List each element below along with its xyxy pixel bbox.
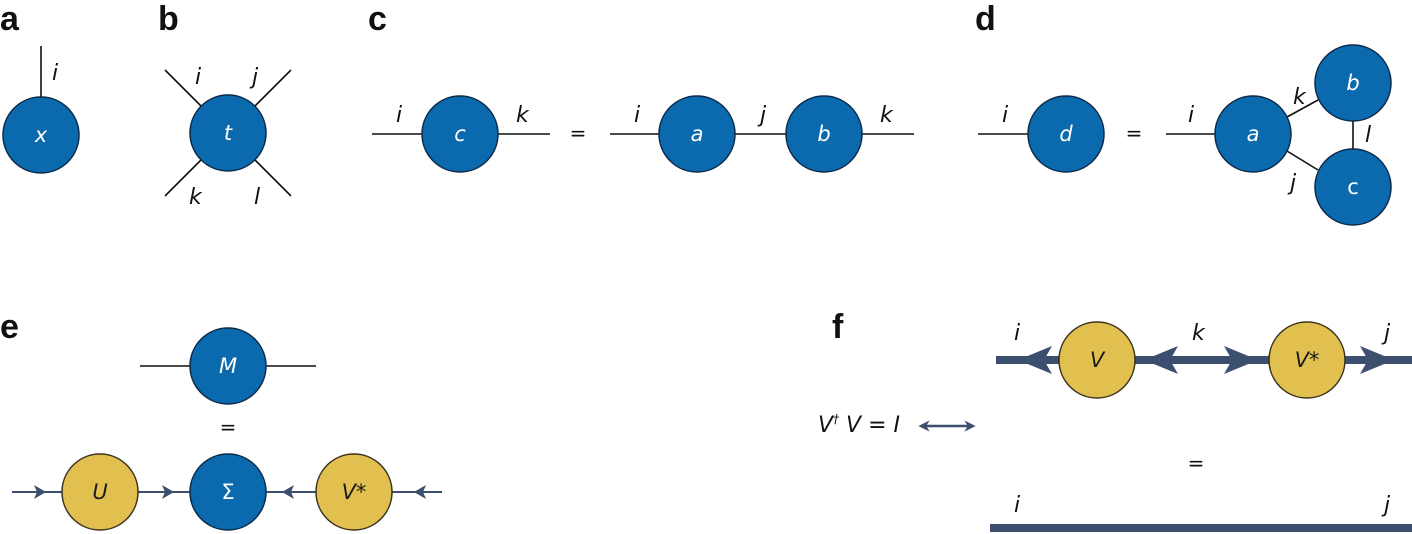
leg-l — [254, 159, 292, 197]
index-label: k — [516, 103, 530, 128]
equals-sign: = — [1188, 451, 1205, 475]
unitary-node-v-star — [315, 453, 393, 531]
bond-k — [1286, 99, 1319, 118]
index-label: j — [249, 65, 259, 90]
index-label: k — [189, 185, 203, 210]
tensor-node-d — [1027, 95, 1105, 173]
identity-rest: V = I — [839, 413, 900, 438]
panel-a: a i x — [0, 0, 80, 174]
unitary-node-v — [1058, 321, 1136, 399]
index-label: j — [1287, 171, 1297, 196]
node-label: V* — [342, 480, 367, 504]
index-label: l — [1365, 123, 1371, 148]
identity-v: V — [818, 413, 835, 438]
index-label: j — [757, 103, 767, 128]
panel-f: f V† V = I i k j V V* = i j — [818, 308, 1412, 532]
panel-d: d i d = i k l j a b c — [975, 0, 1392, 226]
arrow-head-right — [1224, 346, 1258, 374]
tensor-node-sigma — [189, 453, 267, 531]
arrow-head-left — [1018, 346, 1052, 374]
panel-e: e M = U Σ V* — [0, 308, 442, 531]
index-label: i — [195, 65, 201, 90]
index-label: i — [52, 61, 58, 86]
node-label: c — [1347, 175, 1359, 199]
tensor-node-t — [189, 94, 267, 172]
node-label: Σ — [221, 480, 234, 504]
leg-j — [254, 69, 292, 107]
node-label: U — [92, 480, 107, 504]
panel-c: c i k c = i j k a b — [368, 0, 914, 173]
arrow-head-left — [414, 485, 426, 499]
panel-f-label: f — [832, 308, 844, 346]
tensor-node-b — [1314, 44, 1392, 122]
dagger-symbol: † — [833, 412, 840, 426]
equals-sign: = — [570, 121, 587, 145]
tensor-node-c — [1314, 148, 1392, 226]
unitary-node-v-star — [1268, 321, 1346, 399]
tensor-node-m — [189, 327, 267, 405]
identity-equation: V† V = I — [818, 412, 900, 438]
panel-a-label: a — [0, 0, 20, 38]
node-label: d — [1059, 122, 1073, 146]
node-label: V* — [1295, 348, 1320, 372]
unitary-node-u — [61, 453, 139, 531]
arrow-head-right — [34, 485, 46, 499]
node-label: b — [817, 122, 830, 146]
node-label: b — [1346, 71, 1359, 95]
tensor-node-a — [658, 95, 736, 173]
panel-d-label: d — [975, 0, 996, 38]
tensor-node-c — [421, 95, 499, 173]
node-label: a — [691, 122, 704, 146]
index-label: k — [1293, 85, 1307, 110]
index-label: l — [254, 185, 260, 210]
node-label: V — [1090, 348, 1106, 372]
node-label: M — [219, 354, 237, 378]
index-label: i — [634, 103, 640, 128]
leg-k — [164, 159, 202, 197]
index-label: j — [1381, 321, 1391, 346]
index-label: i — [1014, 321, 1020, 346]
node-label: t — [224, 121, 233, 145]
index-label: i — [1014, 493, 1020, 518]
index-label: k — [1192, 321, 1206, 346]
node-label: a — [1247, 122, 1260, 146]
equals-sign: = — [220, 415, 237, 439]
index-label: i — [396, 103, 402, 128]
panel-e-label: e — [0, 308, 19, 346]
tensor-node-a — [1214, 95, 1292, 173]
arrow-head-right — [1360, 346, 1394, 374]
tensor-node-x — [2, 96, 80, 174]
index-label: k — [880, 103, 894, 128]
tensor-node-b — [785, 95, 863, 173]
panel-b: b i j k l t — [158, 0, 292, 210]
leg-i — [164, 69, 202, 107]
arrow-head-right — [162, 485, 174, 499]
bond-j — [1286, 150, 1319, 171]
node-label: c — [454, 122, 466, 146]
arrow-head-left — [282, 485, 294, 499]
panel-b-label: b — [158, 0, 179, 38]
index-label: i — [1002, 103, 1008, 128]
arrow-head-left — [1144, 346, 1178, 374]
equals-sign: = — [1126, 121, 1143, 145]
index-label: i — [1188, 103, 1194, 128]
node-label: x — [34, 123, 48, 147]
index-label: j — [1381, 493, 1391, 518]
panel-c-label: c — [368, 0, 387, 38]
